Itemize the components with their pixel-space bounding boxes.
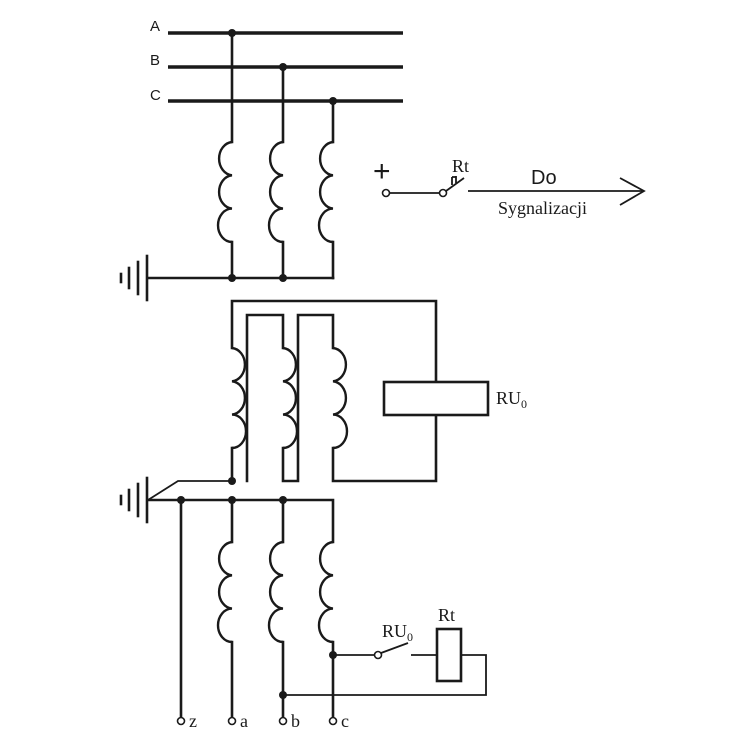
junction-dot (228, 477, 236, 485)
secondary-coil-a (216, 540, 233, 644)
delta-coil-a (231, 346, 248, 450)
terminal-b (278, 716, 288, 726)
terminal-a (227, 716, 237, 726)
terminal-z (176, 716, 186, 726)
relay-rt-label: Rt (438, 605, 455, 625)
trip-contact-blade (380, 642, 409, 654)
junction-dot (228, 29, 236, 37)
signal-contact-terminal (438, 188, 448, 198)
signal-terminal (381, 188, 391, 198)
signal-contact-mark (451, 176, 457, 185)
junction-dot (279, 496, 287, 504)
ground-icon (119, 476, 149, 524)
open-delta-winding: RU0 (147, 299, 527, 501)
junction-dot (279, 63, 287, 71)
ground-icon (119, 254, 149, 302)
terminal-b-label: b (291, 711, 300, 731)
delta-ground-lead (147, 480, 232, 501)
primary-coil-c (317, 140, 334, 244)
secondary-neutral-bus (146, 498, 335, 544)
trip-contact-terminal (373, 650, 383, 660)
output-terminals: z a b c (176, 711, 349, 731)
terminal-c-label: c (341, 711, 349, 731)
signal-circuit: + Rt Do Sygnalizacji (373, 155, 646, 218)
secondary-star-winding (146, 496, 335, 719)
trip-circuit: RU0 Rt (279, 605, 487, 699)
signal-target-label: Sygnalizacji (498, 198, 587, 218)
primary-winding (146, 29, 337, 282)
junction-dot (279, 691, 287, 699)
delta-link-bc (281, 313, 335, 483)
delta-coil-b (282, 346, 299, 450)
junction-dot (228, 496, 236, 504)
signal-to-label: Do (531, 167, 557, 189)
delta-coil-c (332, 346, 349, 450)
trip-contact-label: RU0 (382, 621, 413, 644)
junction-dot (329, 651, 337, 659)
terminal-c (328, 716, 338, 726)
delta-return (331, 413, 438, 483)
delta-link-outer (230, 299, 438, 384)
secondary-coil-c (317, 540, 334, 644)
arrow-right-icon (619, 177, 646, 206)
busbar-a-label: A (150, 18, 160, 35)
primary-coil-a (216, 140, 233, 244)
junction-dot (329, 97, 337, 105)
terminal-z-label: z (189, 711, 197, 731)
relay-ru0-label: RU0 (496, 388, 527, 411)
primary-coil-b (267, 140, 284, 244)
busbars: A B C (150, 18, 403, 104)
terminal-a-label: a (240, 711, 248, 731)
signal-contact-label: Rt (452, 156, 469, 176)
secondary-coil-b (267, 540, 284, 644)
junction-dot (279, 274, 287, 282)
trip-wire-return (283, 654, 487, 696)
junction-dot (228, 274, 236, 282)
busbar-b-label: B (150, 52, 160, 69)
relay-ru0-coil (382, 380, 490, 417)
delta-link-ab (245, 313, 285, 483)
signal-contact-blade (445, 177, 465, 192)
plus-sign: + (373, 155, 391, 188)
busbar-c-label: C (150, 87, 161, 104)
relay-rt-coil (435, 627, 463, 683)
